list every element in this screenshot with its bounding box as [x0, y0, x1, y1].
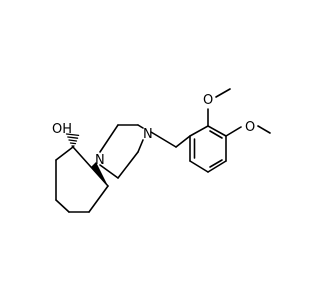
- ring-bond-c3p-n4: [137, 124, 144, 129]
- ring-bond-c1-c6: [55, 146, 74, 161]
- bond-n4-ch2: [150, 131, 177, 148]
- ring-bond-c2-c1: [72, 146, 109, 187]
- ring-bond-n4-c5p: [137, 139, 144, 153]
- bond-o-ch3-top: [215, 88, 231, 98]
- bond-ch2-aryl: [175, 135, 191, 148]
- piperazine-n1-label: N: [95, 153, 105, 168]
- benzene-ring: [189, 125, 227, 173]
- piperazine-n4-label: N: [143, 127, 153, 142]
- ar-bond-c5-c6: [189, 160, 209, 173]
- ring-bond-c5-c4: [55, 199, 70, 213]
- ring-bond-c3-c2: [88, 185, 109, 213]
- ar-bond-c1-c2: [189, 125, 209, 137]
- bond-o-ch3-right: [257, 125, 271, 134]
- hydroxyl-label: OH: [52, 122, 72, 137]
- molecule-structure-diagram: OH N N O O: [52, 88, 271, 213]
- ar-bond-c4-c5: [207, 160, 227, 173]
- wedge-bond-c2-n1: [91, 162, 108, 186]
- benzyl-linker: [150, 131, 191, 148]
- bond-c3-o: [225, 126, 242, 137]
- ring-bond-n1-c2p: [99, 124, 119, 153]
- methoxy-groups: [207, 88, 271, 137]
- ring-bond-c5p-c6p: [117, 151, 139, 179]
- methoxy-oxygen-top-label: O: [203, 93, 213, 108]
- methoxy-oxygen-right-label: O: [245, 120, 255, 135]
- ar-inner-bond-c2-c3: [209, 130, 223, 139]
- hashed-bond-c1-oh: [65, 133, 80, 147]
- ar-inner-bond-c4-c5: [209, 159, 223, 168]
- piperazine-ring: [99, 124, 144, 179]
- ring-bond-c6p-n1: [99, 164, 119, 179]
- ar-bond-c2-c3: [207, 125, 227, 137]
- cyclohexane-ring: [55, 146, 109, 213]
